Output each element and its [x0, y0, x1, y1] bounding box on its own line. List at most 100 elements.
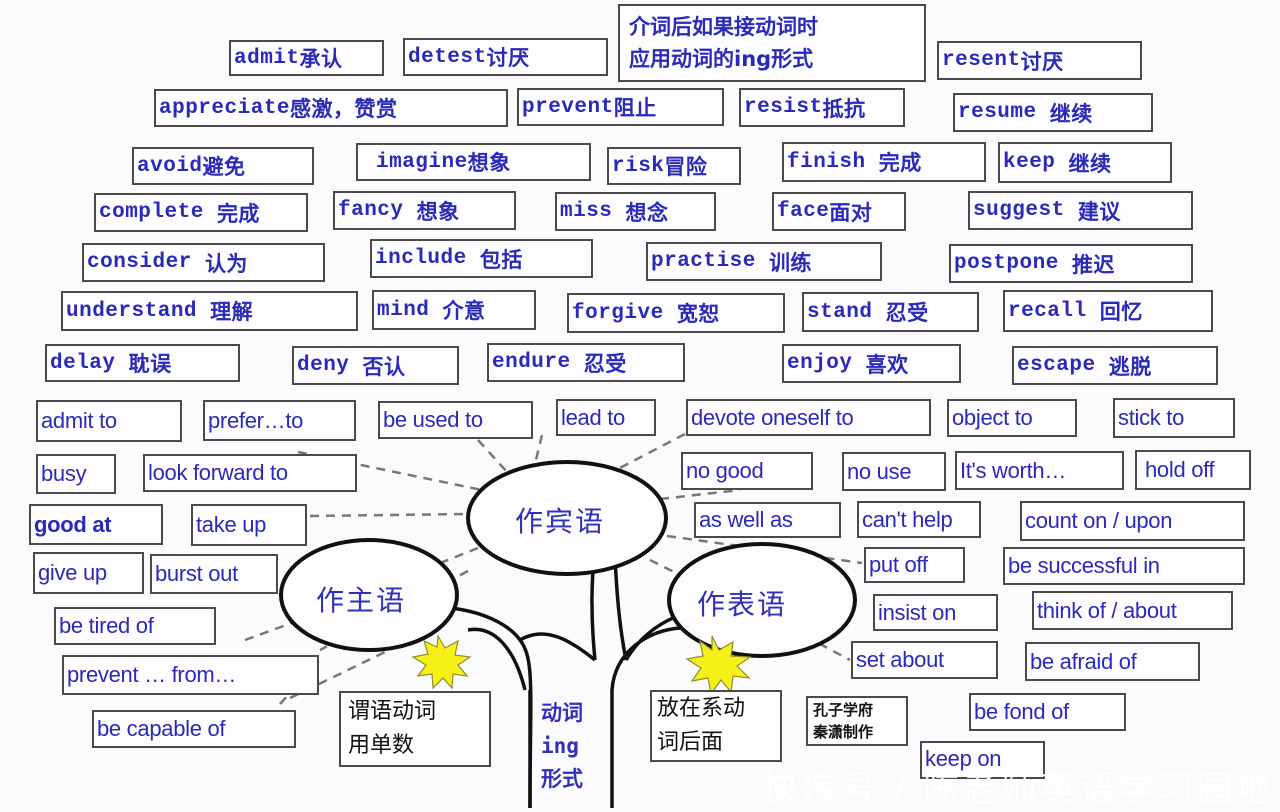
verb-zh: 讨厌	[486, 49, 530, 72]
phrase-text: prevent … from…	[67, 662, 237, 687]
phrase-box-put-off: put off	[864, 547, 965, 583]
phrase-box-devote-oneself-to: devote oneself to	[686, 399, 931, 436]
phrase-text: be fond of	[974, 699, 1069, 724]
watermark: 快传号 / 陈老师英语学习园地	[762, 769, 1275, 810]
verb-zh: 训练	[768, 253, 812, 277]
phrase-text: be successful in	[1008, 553, 1160, 578]
predicative-note-text: 放在系动 词后面	[655, 692, 747, 760]
phrase-box-stick-to: stick to	[1113, 398, 1235, 438]
phrase-box-as-well-as: as well as	[694, 502, 841, 538]
verb-box-fancy: fancy 想象	[333, 191, 516, 230]
verb-en: resent	[942, 49, 1021, 72]
verb-zh: 冒险	[664, 158, 708, 181]
verb-en: appreciate	[159, 96, 291, 120]
phrase-box-think-of-about: think of / about	[1032, 591, 1233, 630]
phrase-text: give up	[38, 560, 107, 585]
trunk-label: 动词 ing 形式	[541, 697, 601, 796]
phrase-box-object-to: object to	[947, 399, 1077, 437]
phrase-box-prefer-to: prefer…to	[203, 400, 356, 441]
verb-zh: 理解	[210, 303, 254, 326]
verb-zh: 介意	[442, 302, 486, 325]
phrase-box-lead-to: lead to	[556, 399, 656, 436]
phrase-box-hold-off: hold off	[1135, 450, 1251, 490]
verb-en: face	[777, 200, 830, 223]
phrase-text: admit to	[41, 408, 117, 433]
verb-zh: 抵抗	[822, 99, 866, 123]
verb-zh: 喜欢	[865, 355, 909, 379]
verb-en: complete	[99, 201, 204, 224]
phrase-text: good at	[34, 511, 112, 537]
verb-box-deny: deny 否认	[292, 346, 459, 385]
verb-zh: 回忆	[1099, 303, 1143, 326]
phrase-box-set-about: set about	[851, 641, 998, 679]
tree-trunk	[401, 537, 701, 808]
phrase-text: burst out	[155, 561, 238, 586]
phrase-box-keep-on: keep on	[920, 741, 1045, 779]
verb-zh: 认为	[204, 254, 248, 278]
node-predicative-label: 作表语	[697, 588, 788, 621]
verb-box-recall: recall 回忆	[1003, 290, 1213, 332]
verb-en: keep	[1003, 151, 1056, 174]
verb-en: postpone	[954, 252, 1059, 275]
phrase-text: set about	[856, 647, 944, 672]
node-subject-label: 作主语	[316, 584, 407, 617]
star-burst-icons	[411, 634, 752, 696]
phrase-text: be used to	[383, 407, 483, 432]
credit-note-line-2: 秦潇制作	[813, 723, 874, 741]
verb-zh: 包括	[479, 250, 523, 274]
verb-zh: 忍受	[583, 354, 627, 378]
trunk-label-line-2: ing	[541, 734, 579, 758]
verb-en: enjoy	[787, 352, 853, 375]
verb-box-suggest: suggest 建议	[968, 191, 1193, 230]
phrase-box-prevent-from: prevent … from…	[62, 655, 319, 695]
verb-zh: 面对	[829, 203, 873, 227]
phrase-text: no good	[686, 458, 764, 483]
phrase-box-busy: busy	[36, 454, 116, 494]
phrase-text: be afraid of	[1030, 648, 1137, 674]
verb-en: miss	[560, 200, 613, 223]
title-note-line-2: 应用动词的ing形式	[629, 47, 814, 71]
verb-zh: 阻止	[613, 99, 657, 122]
verb-box-forgive: forgive 宽恕	[567, 293, 785, 333]
verb-zh: 继续	[1068, 154, 1112, 178]
verb-box-stand: stand 忍受	[802, 292, 979, 332]
verb-en: admit	[234, 46, 300, 70]
phrase-box-be-tired-of: be tired of	[54, 607, 216, 645]
phrase-text: think of / about	[1037, 597, 1177, 623]
verb-zh: 推迟	[1071, 255, 1115, 279]
phrase-text: stick to	[1118, 405, 1185, 430]
verb-zh: 否认	[362, 357, 406, 381]
node-object-label: 作宾语	[515, 505, 606, 538]
phrase-text: hold off	[1145, 457, 1215, 482]
verb-box-miss: miss 想念	[555, 192, 716, 231]
phrase-box-insist-on: insist on	[873, 594, 998, 631]
verb-box-escape: escape 逃脱	[1012, 346, 1218, 385]
trunk-label-line-3: 形式	[541, 767, 583, 791]
verb-box-understand: understand 理解	[61, 291, 358, 331]
phrase-box-cant-help: can't help	[857, 501, 981, 538]
phrase-box-give-up: give up	[33, 552, 144, 594]
verb-zh: 想象	[467, 154, 511, 177]
verb-zh: 想念	[625, 203, 669, 227]
subject-note-box: 谓语动词 用单数	[339, 691, 491, 767]
verb-zh: 讨厌	[1020, 52, 1064, 76]
verb-en: include	[375, 247, 467, 270]
verb-en: resist	[744, 96, 823, 119]
verb-en: stand	[807, 300, 873, 324]
trunk-label-line-1: 动词	[541, 701, 583, 725]
phrase-text: object to	[952, 405, 1033, 430]
phrase-text: lead to	[561, 404, 625, 430]
verb-zh: 继续	[1049, 104, 1093, 128]
subject-note-text: 谓语动词 用单数	[344, 693, 440, 765]
verb-en: detest	[408, 45, 487, 69]
phrase-text: It's worth…	[960, 457, 1067, 483]
node-ellipses	[279, 460, 857, 658]
phrase-text: look forward to	[148, 460, 288, 485]
phrase-box-be-capable-of: be capable of	[92, 710, 296, 748]
